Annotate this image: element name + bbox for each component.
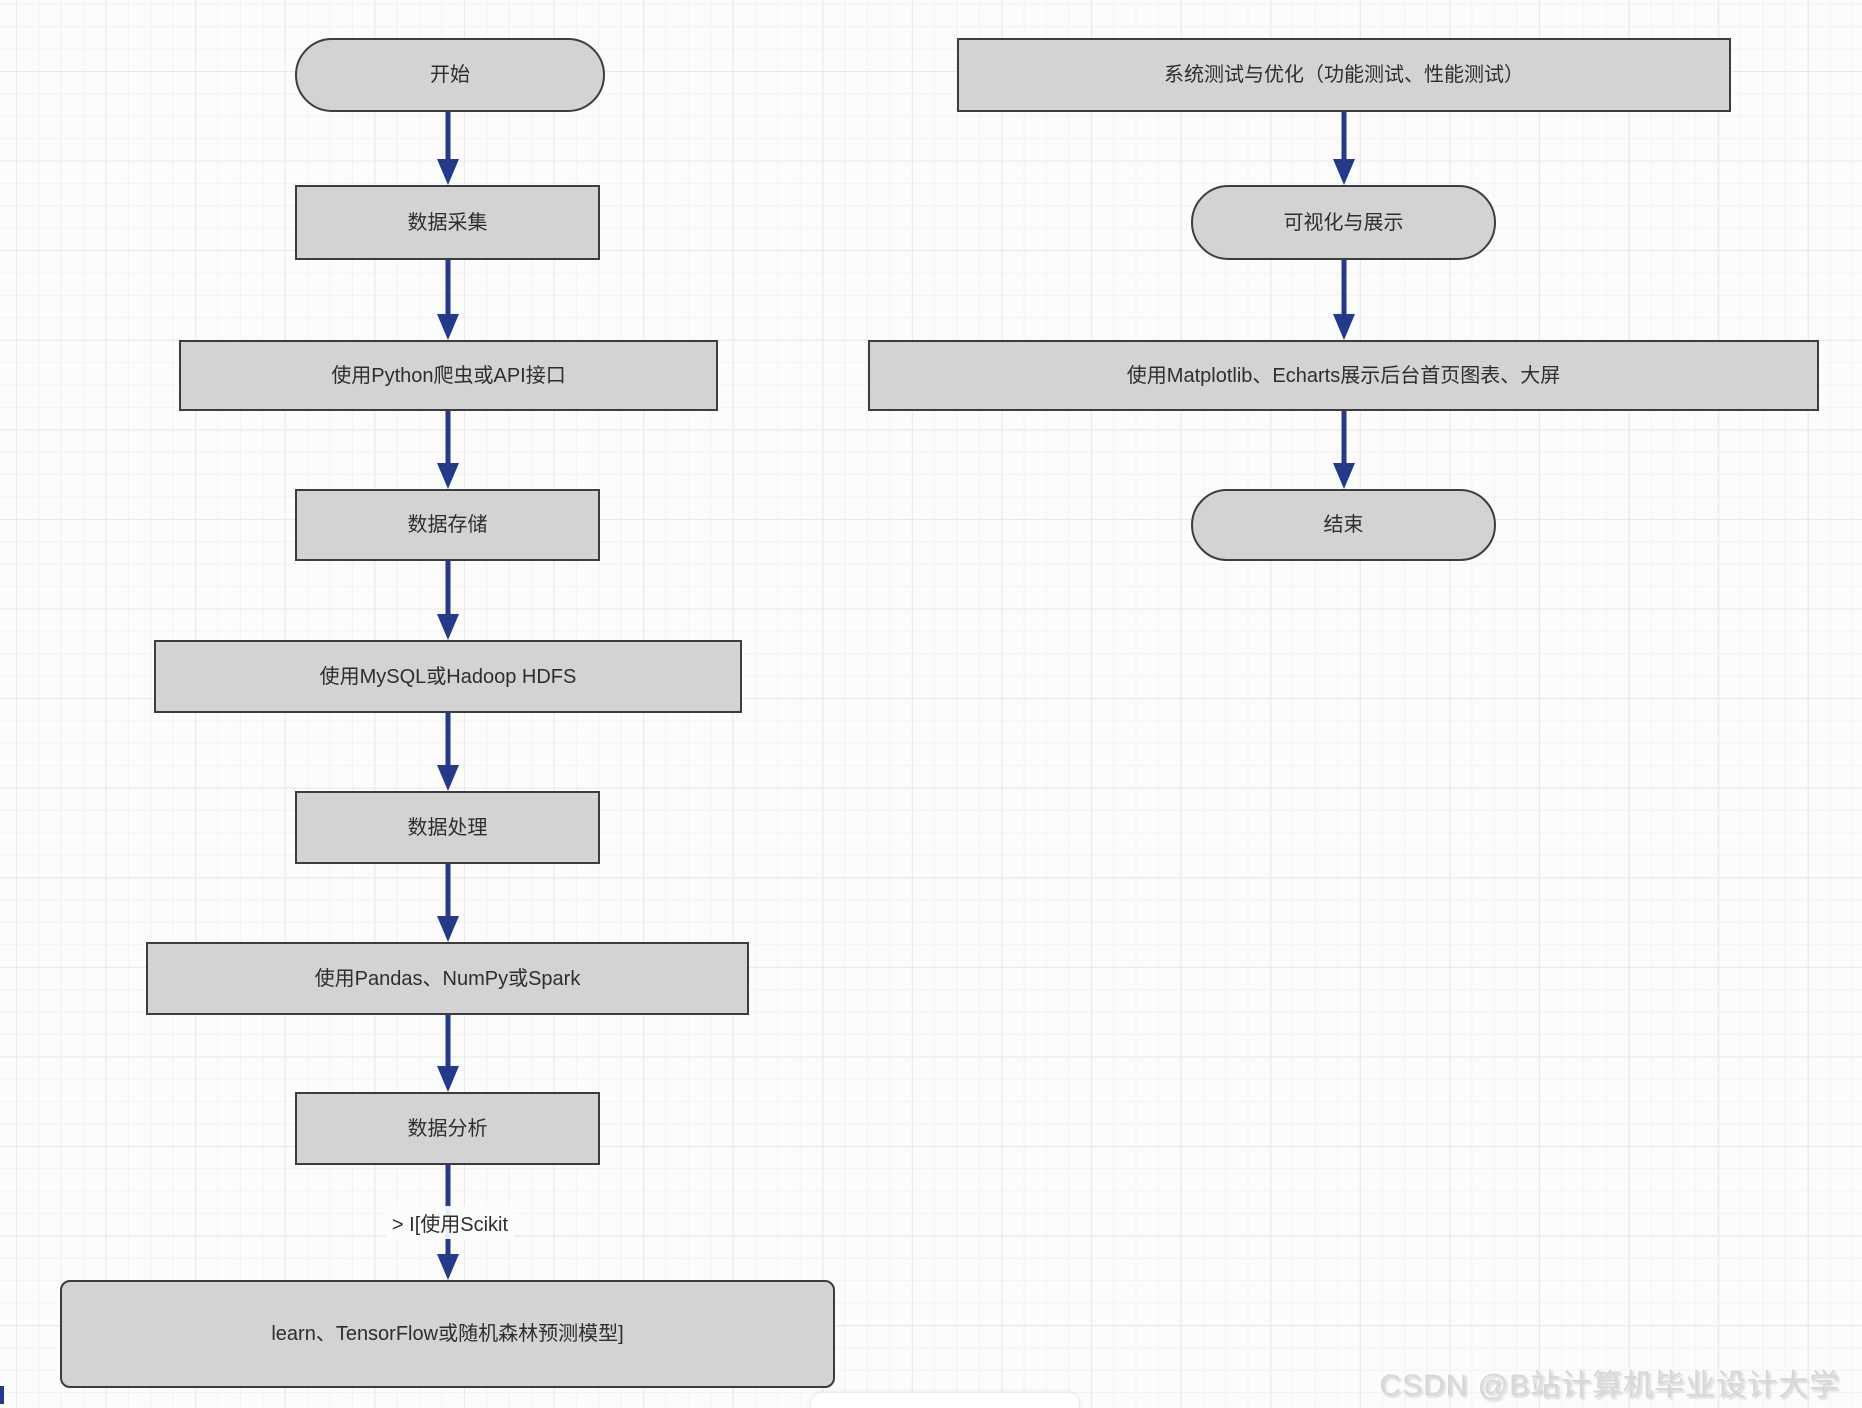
arrow-head-icon xyxy=(437,765,459,791)
arrow-head-icon xyxy=(1333,463,1355,489)
arrow-stem xyxy=(445,1015,451,1068)
node-matplotlib-echarts: 使用Matplotlib、Echarts展示后台首页图表、大屏 xyxy=(868,340,1819,411)
bottom-overlay-corner xyxy=(810,1392,1080,1408)
node-pandas-numpy-spark: 使用Pandas、NumPy或Spark xyxy=(146,942,749,1015)
edge-label-scikit: > I[使用Scikit xyxy=(385,1206,515,1239)
arrow-stem xyxy=(445,411,451,465)
node-python-crawler: 使用Python爬虫或API接口 xyxy=(179,340,718,411)
arrow-head-icon xyxy=(1333,314,1355,340)
arrow-stem xyxy=(445,713,451,767)
arrow-head-icon xyxy=(437,916,459,942)
arrow-stem xyxy=(445,864,451,918)
node-prediction-model: learn、TensorFlow或随机森林预测模型] xyxy=(60,1280,835,1388)
arrow-stem xyxy=(1341,260,1347,316)
arrow-head-icon xyxy=(437,1066,459,1092)
node-start: 开始 xyxy=(295,38,605,112)
arrow-stem xyxy=(445,561,451,616)
arrow-stem xyxy=(445,260,451,316)
node-system-testing: 系统测试与优化（功能测试、性能测试） xyxy=(957,38,1731,112)
arrow-head-icon xyxy=(437,614,459,640)
arrow-head-icon xyxy=(437,1254,459,1280)
arrow-stem xyxy=(1341,411,1347,465)
arrow-head-icon xyxy=(437,463,459,489)
node-data-processing: 数据处理 xyxy=(295,791,600,864)
edge-blue-artifact xyxy=(0,1386,4,1404)
node-mysql-hadoop: 使用MySQL或Hadoop HDFS xyxy=(154,640,742,713)
arrow-stem xyxy=(445,112,451,161)
arrow-head-icon xyxy=(1333,159,1355,185)
node-visualization: 可视化与展示 xyxy=(1191,185,1496,260)
arrow-head-icon xyxy=(437,159,459,185)
node-data-collection: 数据采集 xyxy=(295,185,600,260)
node-data-analysis: 数据分析 xyxy=(295,1092,600,1165)
node-end: 结束 xyxy=(1191,489,1496,561)
arrow-head-icon xyxy=(437,314,459,340)
csdn-watermark: CSDN @B站计算机毕业设计大学 xyxy=(1379,1369,1840,1402)
node-data-storage: 数据存储 xyxy=(295,489,600,561)
arrow-stem xyxy=(1341,112,1347,161)
